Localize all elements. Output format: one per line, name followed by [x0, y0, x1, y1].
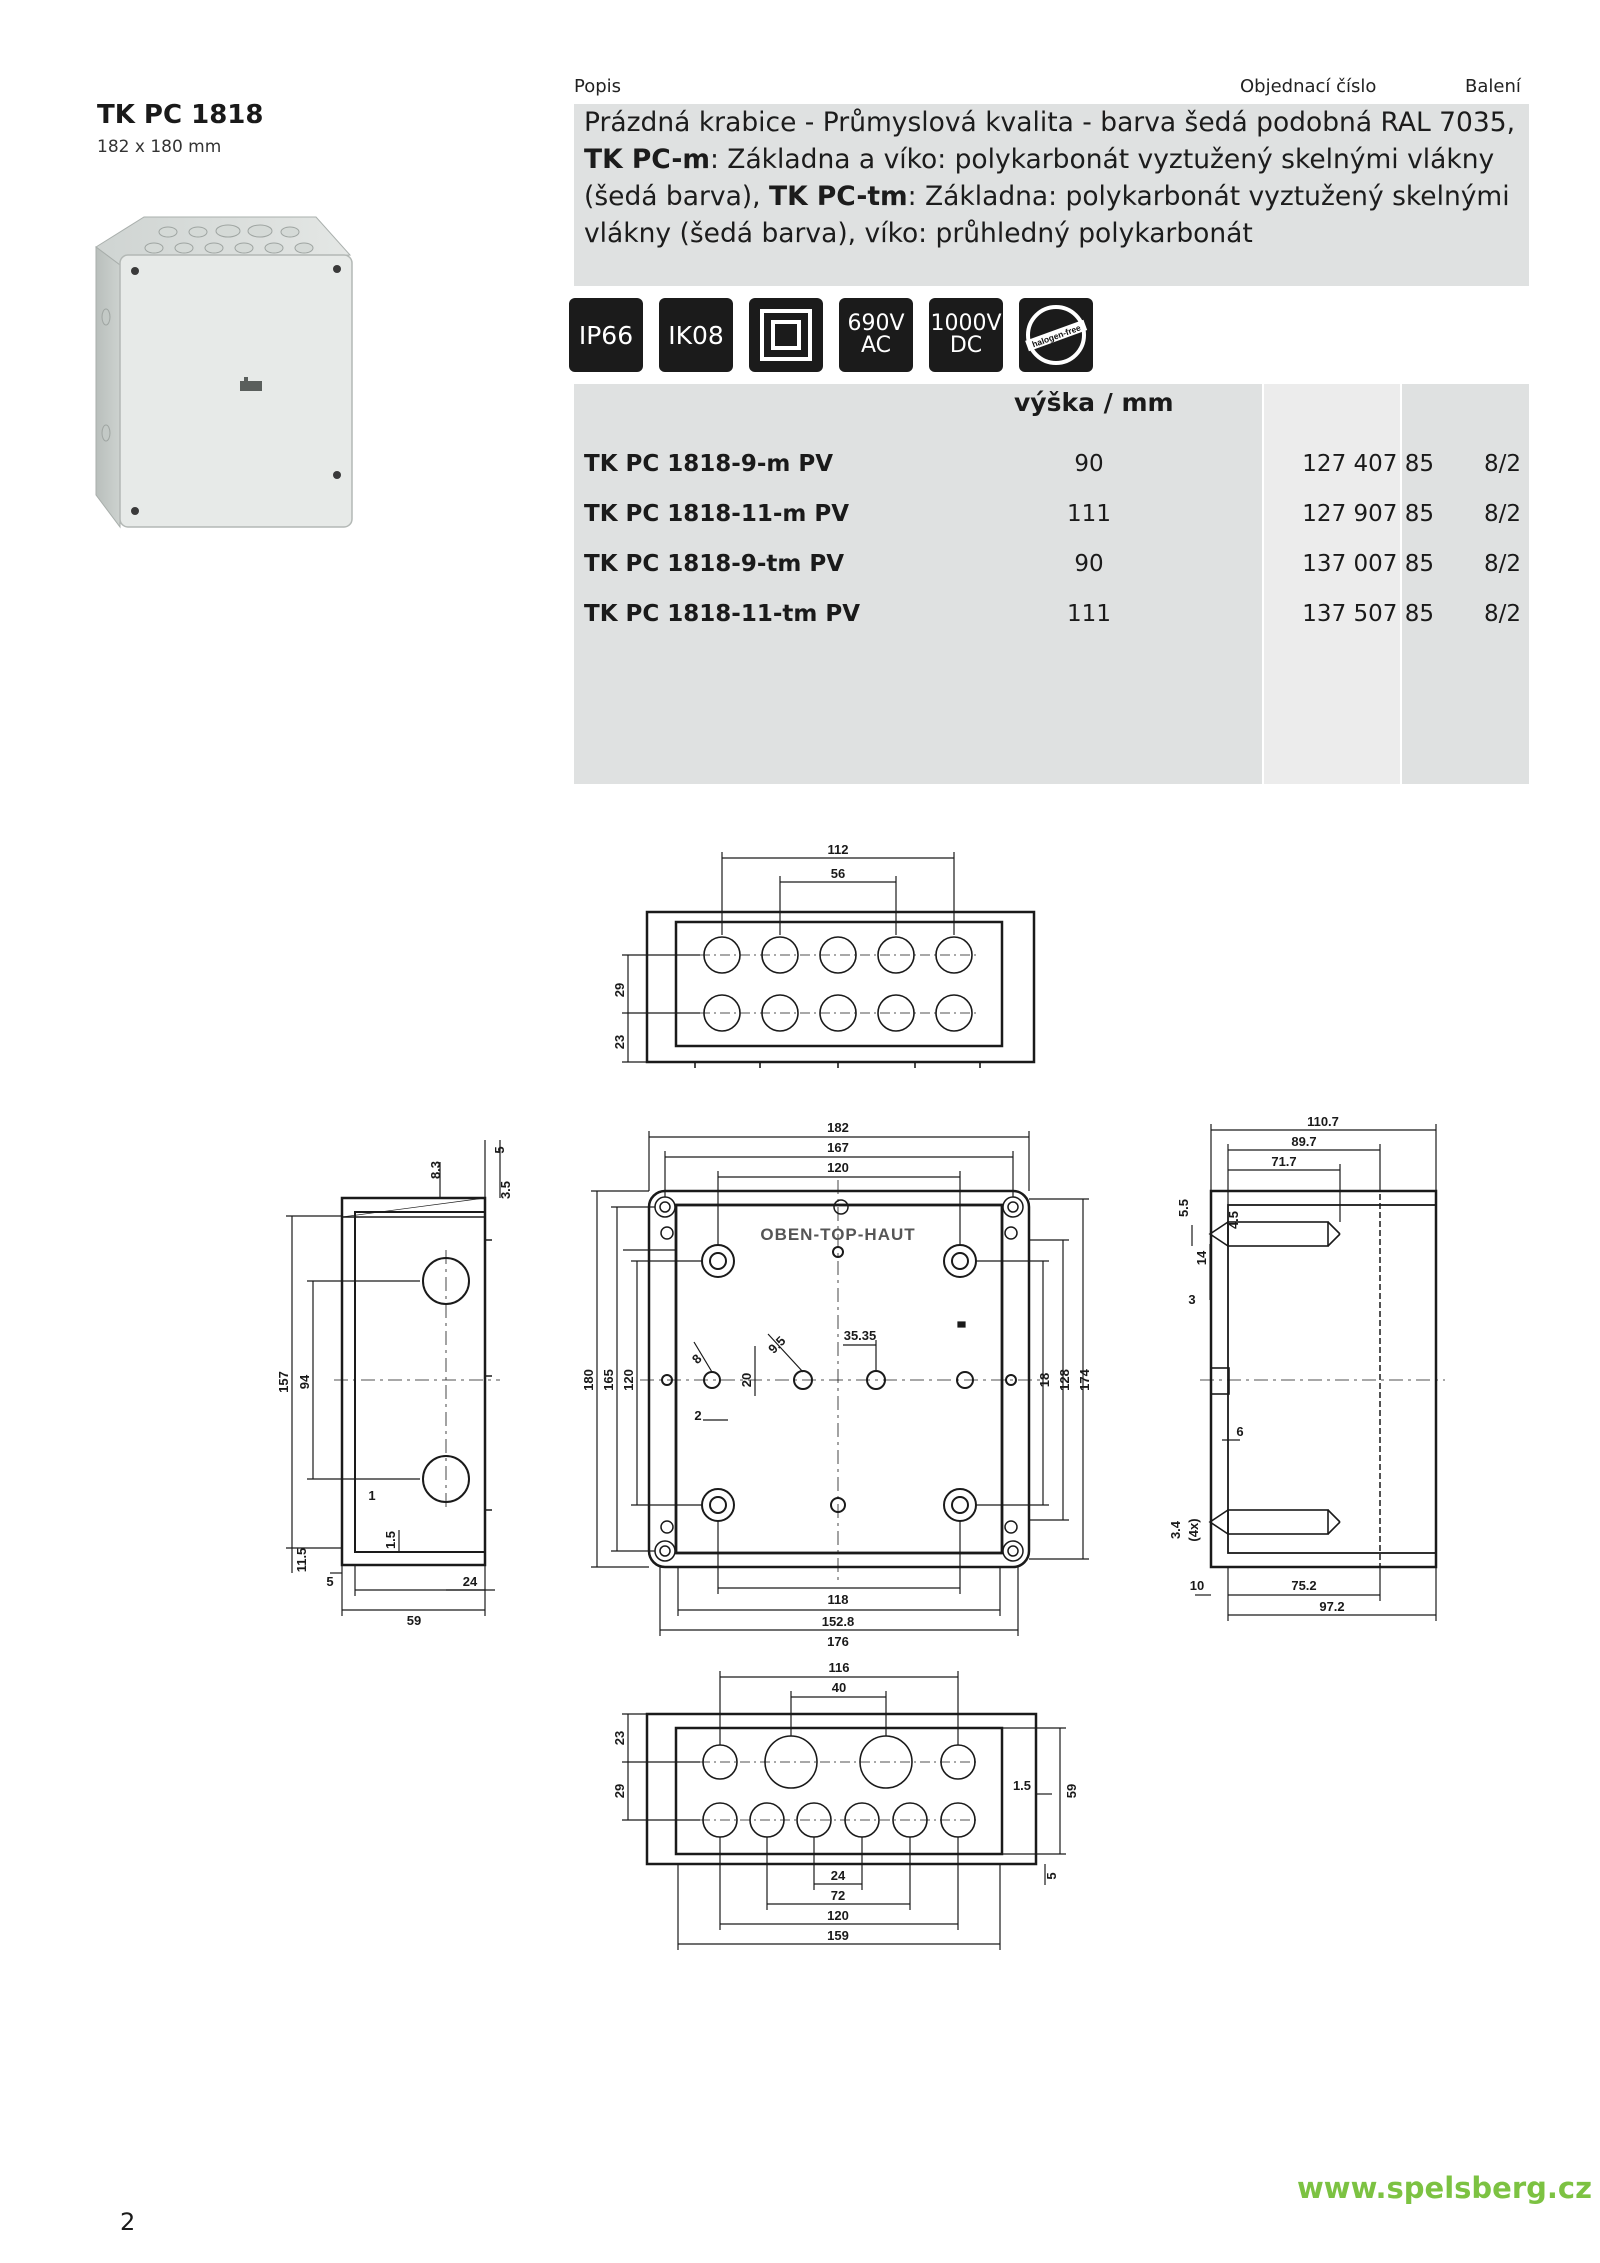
- dim-label: 176: [827, 1634, 849, 1649]
- dim-label: 174: [1077, 1368, 1092, 1390]
- table-column-header: výška / mm: [1014, 388, 1174, 417]
- dim-label: 5: [1044, 1872, 1059, 1879]
- dim-label: 24: [831, 1868, 846, 1883]
- dim-label: 120: [621, 1369, 636, 1391]
- dim-label: 94: [297, 1374, 312, 1389]
- bottom-view: [622, 1671, 1066, 1950]
- dim-label: 59: [1064, 1784, 1079, 1798]
- right-side-view: [1191, 1124, 1445, 1621]
- dim-label: 180: [581, 1369, 596, 1391]
- dim-label: 110.7: [1307, 1114, 1339, 1129]
- dim-label: 6: [1236, 1424, 1243, 1439]
- product-photo: [95, 216, 353, 529]
- dim-label: 56: [831, 866, 845, 881]
- dim-label: 71.7: [1271, 1154, 1296, 1169]
- dim-label: 20: [739, 1373, 754, 1387]
- dim-label: 3: [1188, 1292, 1195, 1307]
- dim-label: 5: [326, 1574, 333, 1589]
- dim-label: 112: [828, 842, 849, 857]
- dim-label: 23: [612, 1035, 627, 1049]
- dim-label: 157: [276, 1371, 291, 1393]
- lid-embossed-label: OBEN-TOP-HAUT: [760, 1225, 915, 1244]
- dim-label: 10: [1190, 1578, 1204, 1593]
- dim-label: 118: [828, 1592, 849, 1607]
- dim-label: 5.5: [1176, 1199, 1191, 1217]
- description-pcm-text: : Základna a víko: polykarbonát vyztužen…: [584, 144, 1495, 212]
- dim-label: 3.4: [1168, 1520, 1183, 1539]
- page-number: 2: [120, 2208, 136, 2236]
- dim-label: 14: [1194, 1250, 1209, 1265]
- dim-label: 8: [689, 1351, 705, 1367]
- dim-label: 72: [831, 1888, 845, 1903]
- front-view: [591, 1131, 1089, 1636]
- svg-text:halogen-free: halogen-free: [1031, 322, 1083, 349]
- column-label-order-number: Objednací číslo: [1240, 76, 1377, 97]
- description-pctm-text: : Základna: polykarbonát vyztužený skeln…: [584, 181, 1510, 249]
- technical-drawing: 112 56 29 23 182 167 120 OBEN-TOP-HAUT 1…: [276, 842, 1445, 1950]
- dim-label: 120: [827, 1160, 849, 1175]
- dim-label: 59: [407, 1613, 421, 1628]
- product-title: TK PC 1818: [97, 100, 264, 130]
- dim-label: 8.3: [428, 1161, 443, 1179]
- dim-label: 4.5: [1226, 1211, 1241, 1229]
- dim-label: 40: [832, 1680, 846, 1695]
- dim-label: 11.5: [294, 1548, 309, 1573]
- dim-label: 18: [1037, 1373, 1052, 1387]
- dim-label: 29: [612, 1784, 627, 1798]
- dim-label: 116: [829, 1660, 850, 1675]
- dim-label: 167: [827, 1140, 849, 1155]
- dim-label: 165: [601, 1369, 616, 1391]
- ip66-badge: IP66: [569, 298, 643, 372]
- dim-label: 29: [612, 983, 627, 997]
- dim-label: 89.7: [1291, 1134, 1316, 1149]
- description-pctm-label: TK PC-tm: [769, 181, 908, 212]
- dim-label: 35.35: [844, 1328, 877, 1343]
- description-pcm-label: TK PC-m: [584, 144, 710, 175]
- dim-label: 2: [694, 1408, 701, 1423]
- description-block: Prázdná krabice - Průmyslová kvalita - b…: [574, 104, 1529, 286]
- dim-label: 128: [1057, 1369, 1072, 1391]
- dim-label: 75.2: [1291, 1578, 1316, 1593]
- dim-label: (4x): [1186, 1518, 1201, 1541]
- left-side-view: [286, 1140, 501, 1616]
- dim-label: 24: [463, 1574, 478, 1589]
- website-link[interactable]: www.spelsberg.cz: [1297, 2171, 1592, 2205]
- column-label-description: Popis: [574, 76, 622, 97]
- dim-label: 120: [827, 1908, 849, 1923]
- halogen-free-icon: halogen-free: [1019, 298, 1093, 372]
- column-label-packaging: Balení: [1465, 76, 1521, 97]
- dim-label: 1.5: [1013, 1778, 1031, 1793]
- top-view: [622, 852, 1036, 1068]
- dim-label: 1: [368, 1488, 375, 1503]
- product-dimensions: 182 x 180 mm: [97, 137, 222, 157]
- dim-label: 5: [492, 1146, 507, 1153]
- dim-label: 1.5: [383, 1531, 398, 1549]
- dim-label: 23: [612, 1731, 627, 1745]
- description-line1: Prázdná krabice - Průmyslová kvalita - b…: [584, 107, 1516, 138]
- dim-label: 152.8: [822, 1614, 855, 1629]
- dim-label: 159: [827, 1928, 849, 1943]
- dim-label: 182: [827, 1120, 849, 1135]
- ik08-badge: IK08: [659, 298, 733, 372]
- double-insulation-icon: [749, 298, 823, 372]
- dim-label: 3.5: [498, 1181, 513, 1199]
- dim-label: 97.2: [1319, 1599, 1344, 1614]
